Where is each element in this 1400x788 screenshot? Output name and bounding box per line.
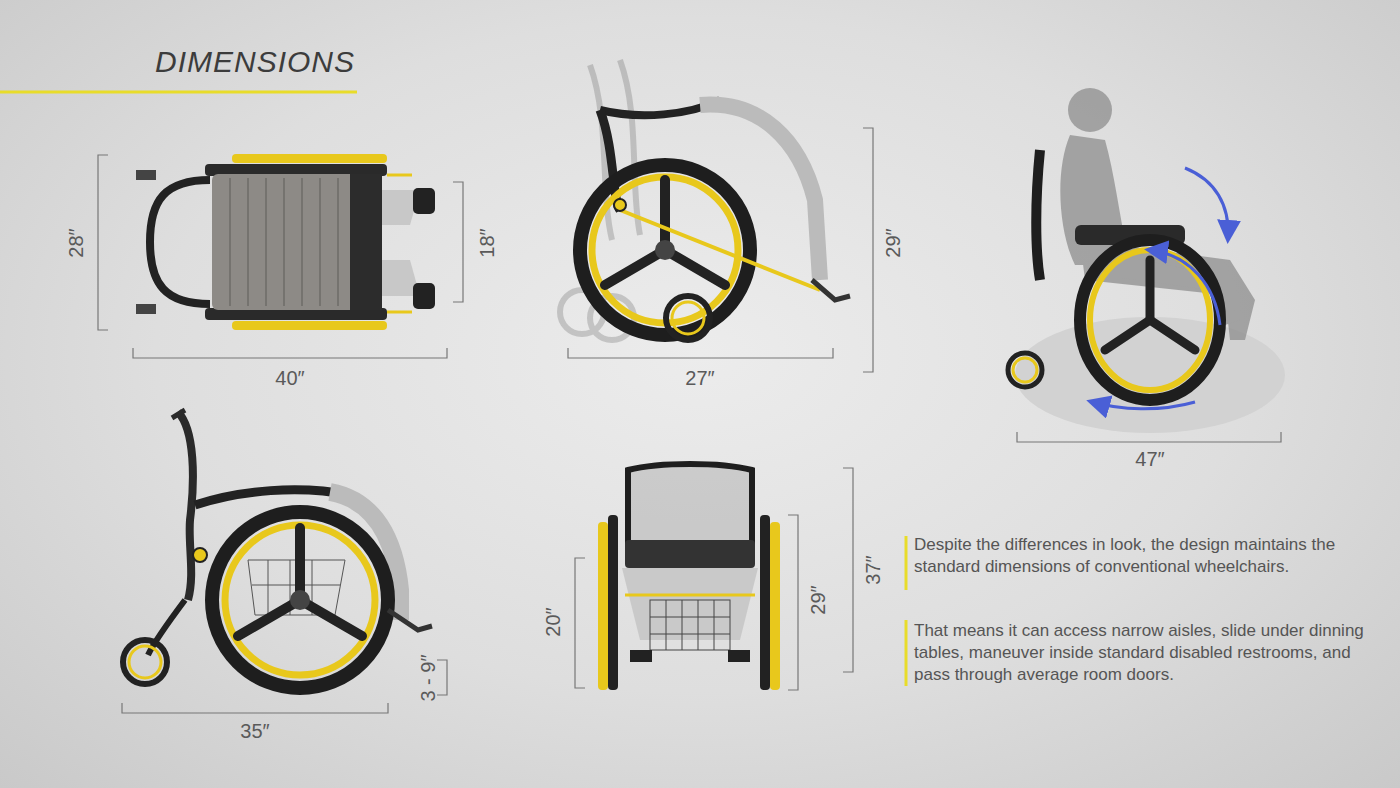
dimension-label: 28″ — [65, 228, 88, 257]
title-underline — [0, 91, 357, 94]
dimension-label: 29″ — [882, 228, 905, 257]
dimension-label: 20″ — [542, 607, 565, 636]
front-view — [598, 464, 780, 690]
dimension-label: 47″ — [1135, 448, 1164, 471]
turning-view — [1008, 88, 1285, 433]
dimension-label: 27″ — [685, 367, 714, 390]
dimension-label: 40″ — [275, 367, 304, 390]
dimension-label: 3 - 9″ — [417, 654, 440, 701]
note-text: Despite the differences in look, the des… — [914, 534, 1384, 578]
dimension-label: 35″ — [240, 720, 269, 743]
dimension-label: 29″ — [807, 585, 830, 614]
note-text: That means it can access narrow aisles, … — [914, 620, 1384, 686]
top-view — [136, 154, 435, 330]
text-bars — [905, 536, 908, 686]
side-view — [123, 410, 432, 688]
folding-view — [560, 60, 850, 340]
dimension-label: 37″ — [862, 555, 885, 584]
dimension-label: 18″ — [476, 228, 499, 257]
slide-title: DIMENSIONS — [155, 45, 355, 79]
